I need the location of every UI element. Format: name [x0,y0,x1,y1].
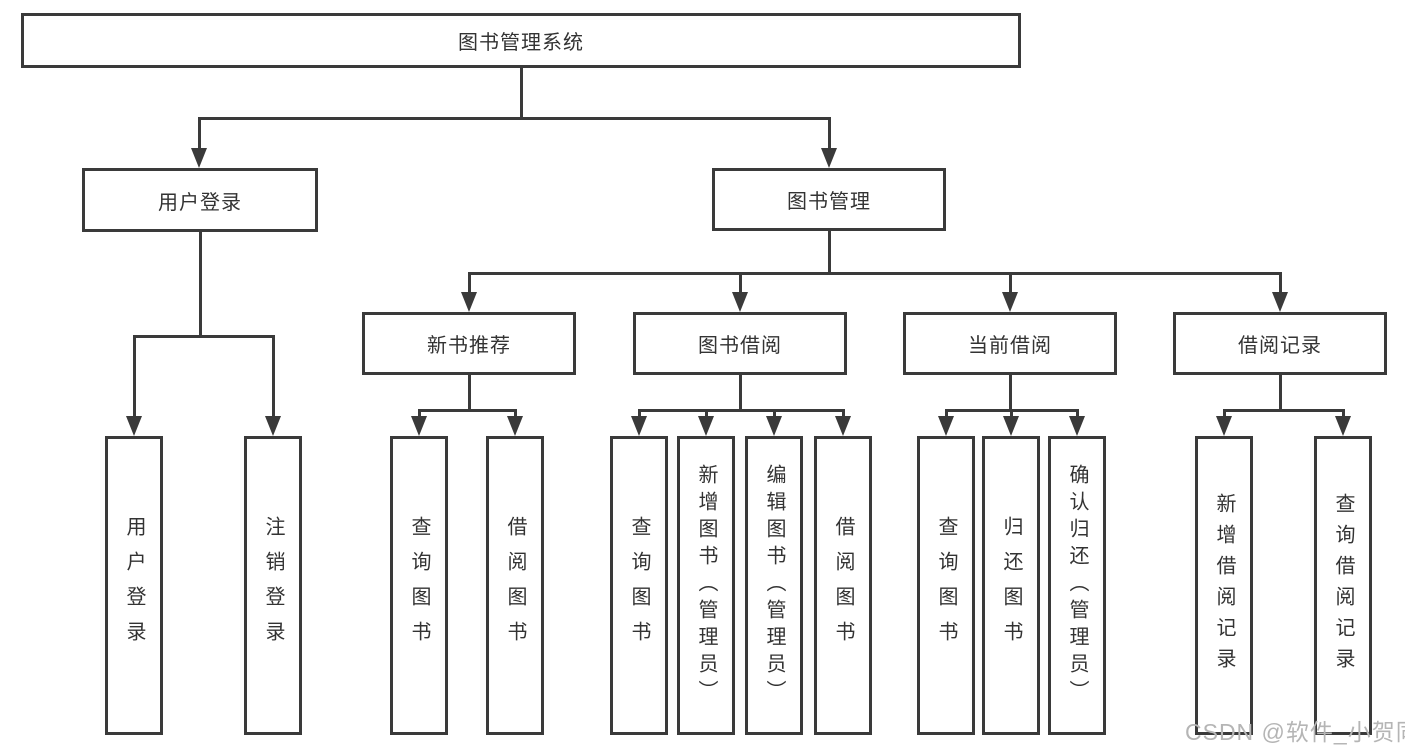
leaf-label: 归还图书 [1000,515,1022,656]
arrow-down-icon [938,416,954,436]
node-user-login: 用户登录 [82,168,318,232]
leaf-label: 用户登录 [123,515,145,656]
connector-line [198,117,201,151]
connector-line [739,375,742,409]
connector-line [1279,375,1282,409]
connector-line [739,272,742,294]
leaf-label: 确认归还（管理员） [1066,464,1088,707]
arrow-down-icon [1335,416,1351,436]
leaf-query-borrow-record: 查询借阅记录 [1314,436,1372,735]
connector-line [1279,272,1282,294]
leaf-label: 编辑图书（管理员） [763,464,785,707]
arrow-down-icon [766,416,782,436]
leaf-return-books: 归还图书 [982,436,1040,735]
leaf-label: 借阅图书 [832,515,854,656]
leaf-label: 借阅图书 [504,515,526,656]
connector-line [133,335,136,416]
arrow-down-icon [411,416,427,436]
connector-line [773,409,776,418]
node-new-book-recommend: 新书推荐 [362,312,576,375]
connector-line [842,409,845,418]
arrow-down-icon [191,148,207,168]
connector-line [638,409,641,418]
arrow-down-icon [835,416,851,436]
node-current-borrowing: 当前借阅 [903,312,1117,375]
connector-line [705,409,708,418]
connector-line [1009,272,1012,294]
leaf-add-borrow-record: 新增借阅记录 [1195,436,1253,735]
arrow-down-icon [1272,292,1288,312]
leaf-edit-books-admin: 编辑图书（管理员） [745,436,803,735]
leaf-label: 新增借阅记录 [1213,492,1235,679]
leaf-add-books-admin: 新增图书（管理员） [677,436,735,735]
leaf-query-books-borrowing: 查询图书 [610,436,668,735]
arrow-down-icon [1216,416,1232,436]
connector-line [133,335,275,338]
arrow-down-icon [507,416,523,436]
leaf-logout: 注销登录 [244,436,302,735]
connector-line [418,409,517,412]
leaf-label: 查询图书 [408,515,430,656]
arrow-down-icon [1003,416,1019,436]
connector-line [1009,375,1012,409]
connector-line [945,409,948,418]
connector-line [468,375,471,409]
connector-line [198,117,830,120]
arrow-down-icon [698,416,714,436]
leaf-borrow-books-recommend: 借阅图书 [486,436,544,735]
leaf-label: 查询借阅记录 [1332,492,1354,679]
connector-line [199,232,202,335]
leaf-label: 查询图书 [628,515,650,656]
connector-line [1223,409,1226,418]
node-borrow-records: 借阅记录 [1173,312,1387,375]
arrow-down-icon [126,416,142,436]
arrow-down-icon [265,416,281,436]
arrow-down-icon [631,416,647,436]
leaf-query-books-current: 查询图书 [917,436,975,735]
node-book-management: 图书管理 [712,168,946,231]
leaf-user-login: 用户登录 [105,436,163,735]
connector-line [418,409,421,418]
connector-line [638,409,845,412]
arrow-down-icon [732,292,748,312]
connector-line [1342,409,1345,418]
arrow-down-icon [461,292,477,312]
connector-line [1223,409,1344,412]
connector-line [514,409,517,418]
leaf-label: 新增图书（管理员） [695,464,717,707]
arrow-down-icon [1069,416,1085,436]
connector-line [1010,409,1013,418]
connector-line [1076,409,1079,418]
leaf-label: 注销登录 [262,515,284,656]
arrow-down-icon [1002,292,1018,312]
connector-line [468,272,1282,275]
leaf-query-books-recommend: 查询图书 [390,436,448,735]
connector-line [272,335,275,416]
node-root: 图书管理系统 [21,13,1021,68]
leaf-borrow-books: 借阅图书 [814,436,872,735]
leaf-confirm-return-admin: 确认归还（管理员） [1048,436,1106,735]
connector-line [520,68,523,117]
connector-line [468,272,471,294]
csdn-watermark: CSDN @软件_小贺同学 [1185,719,1405,745]
arrow-down-icon [821,148,837,168]
leaf-label: 查询图书 [935,515,957,656]
connector-line [828,231,831,272]
connector-line [828,117,831,151]
node-book-borrowing: 图书借阅 [633,312,847,375]
